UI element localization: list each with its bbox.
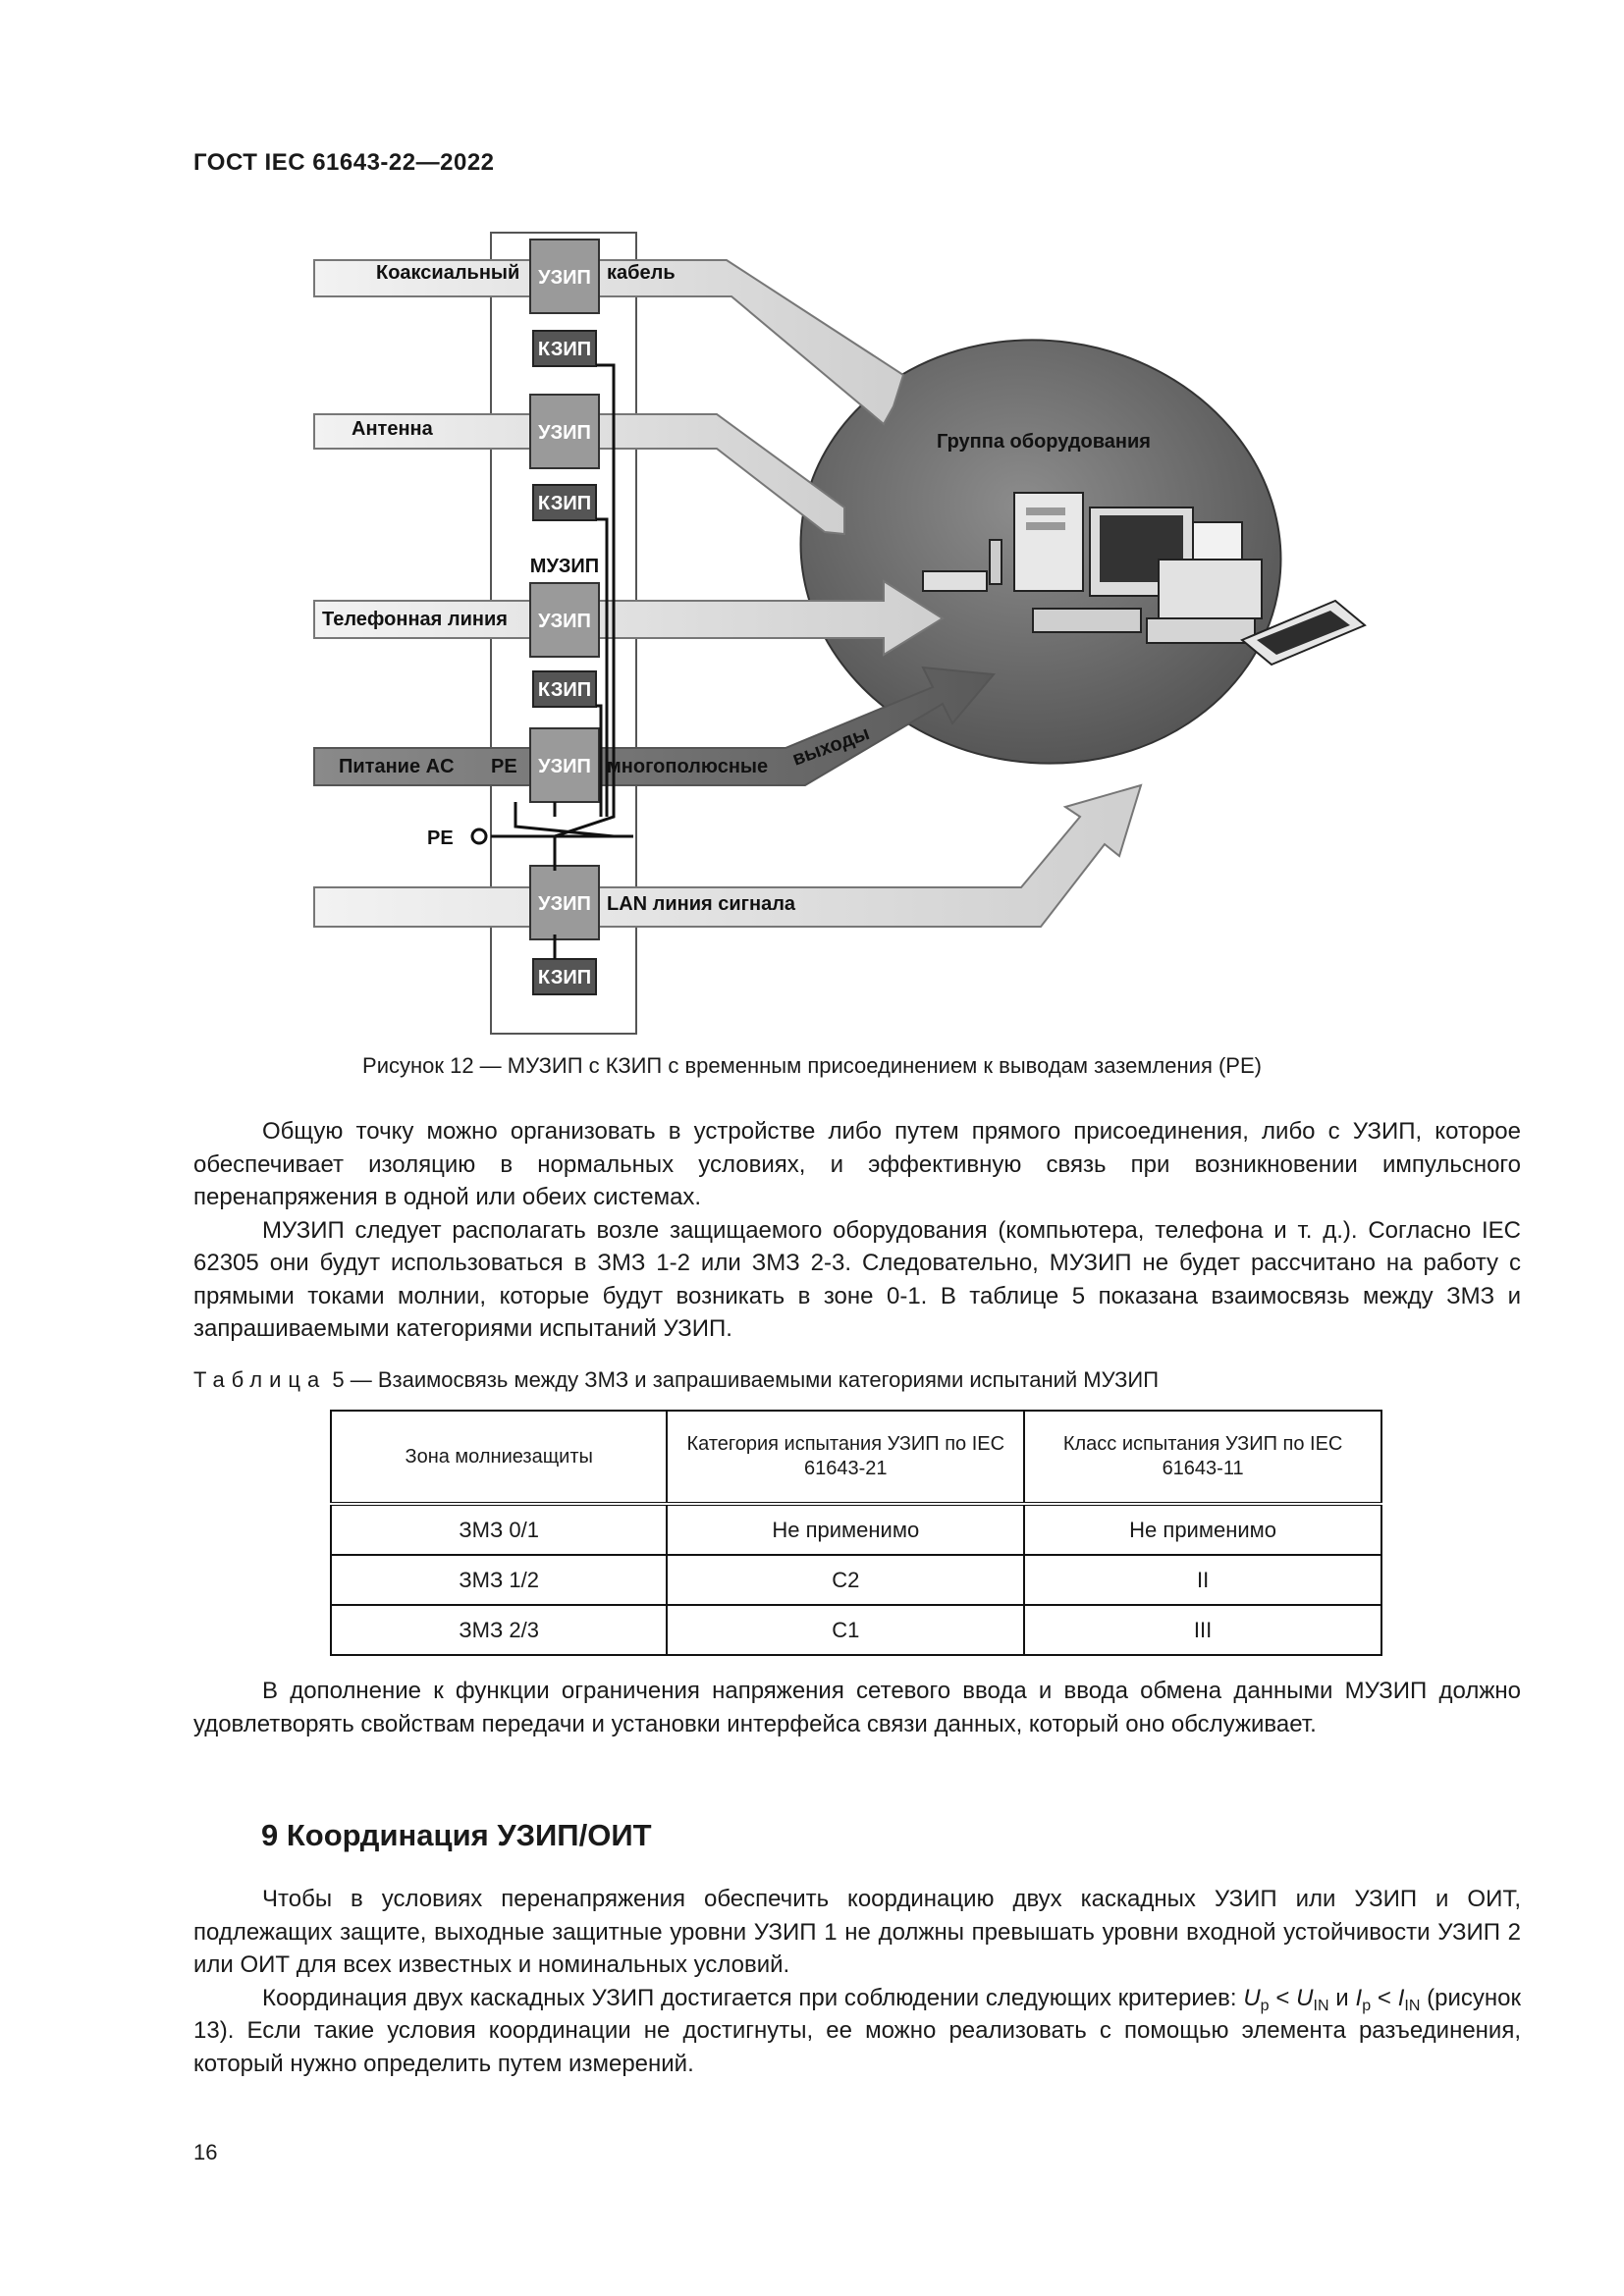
paragraph-1: Общую точку можно организовать в устройс… (193, 1118, 1521, 1210)
phone-arrow (313, 579, 945, 657)
table-title-rest: 5 — Взаимосвязь между ЗМЗ и запрашиваемы… (326, 1367, 1160, 1392)
paragraph-4: Чтобы в условиях перенапряжения обеспечи… (193, 1886, 1521, 1978)
uzip-label: УЗИП (538, 611, 591, 632)
document-header: ГОСТ IEC 61643-22—2022 (193, 149, 495, 176)
figure-caption: Рисунок 12 — МУЗИП с КЗИП с временным пр… (362, 1053, 1262, 1078)
uzip-box-power: УЗИП (529, 727, 600, 803)
formula-sub-p: p (1260, 1997, 1270, 2014)
paragraph-5: Координация двух каскадных УЗИП достигае… (193, 1982, 1521, 2081)
criteria-rest: (рисунок 13). Если такие условия координ… (193, 1984, 1522, 2077)
table-5: Зона молниезащиты Категория испытания УЗ… (329, 1410, 1382, 1656)
power-arrow (313, 666, 996, 786)
table-title-word: Таблица (193, 1367, 327, 1392)
coax-right-label: кабель (607, 262, 676, 284)
table-cell: ЗМЗ 1/2 (329, 1554, 669, 1606)
uzip-box-phone: УЗИП (529, 582, 600, 658)
table-cell: C1 (666, 1604, 1026, 1656)
table-header-cell: Категория испытания УЗИП по IEC 61643-21 (666, 1410, 1026, 1505)
uzip-label: УЗИП (538, 756, 591, 777)
table-cell: II (1023, 1554, 1382, 1606)
coax-arrow (313, 259, 905, 426)
multipole-label: многополюсные (607, 756, 768, 777)
uzip-label: УЗИП (538, 267, 591, 289)
formula-u: U (1243, 1984, 1261, 2011)
kzip-box-lan: КЗИП (532, 958, 597, 995)
figure-muzip-diagram: Группа оборудования (295, 228, 1404, 1042)
antenna-arrow (313, 413, 845, 536)
printer-icon (1146, 521, 1263, 644)
table-cell: Не применимо (1023, 1503, 1382, 1556)
paragraph-group-3: Чтобы в условиях перенапряжения обеспечи… (193, 1883, 1521, 2080)
formula-u-in: U (1296, 1984, 1314, 2011)
kzip-box-antenna: КЗИП (532, 484, 597, 521)
pe-terminal-label: PE (427, 828, 454, 849)
power-label: Питание AC (339, 756, 455, 777)
section-heading-9: 9 Координация УЗИП/ОИТ (261, 1818, 652, 1852)
kzip-label: КЗИП (538, 339, 591, 360)
lan-label: LAN линия сигнала (607, 893, 796, 915)
kzip-label: КЗИП (538, 967, 591, 988)
coax-left-label: Коаксиальный (376, 262, 519, 284)
pe-inline-label: PE (491, 756, 517, 777)
table-header-cell: Зона молниезащиты (329, 1410, 669, 1505)
criteria-intro: Координация двух каскадных УЗИП достигае… (262, 1984, 1244, 2011)
uzip-box-coax: УЗИП (529, 239, 600, 314)
table-cell: III (1023, 1604, 1382, 1656)
table-cell: ЗМЗ 2/3 (329, 1604, 669, 1656)
paragraph-group-1: Общую точку можно организовать в устройс… (193, 1115, 1521, 1346)
formula-lt-2: < (1371, 1984, 1398, 2011)
table-row: ЗМЗ 1/2 C2 II (329, 1554, 1382, 1606)
muzip-label: МУЗИП (530, 556, 599, 577)
formula-and: и (1328, 1984, 1356, 2011)
kzip-label: КЗИП (538, 679, 591, 701)
grounding-wires (491, 363, 633, 959)
phone-label: Телефонная линия (322, 609, 508, 630)
page-number: 16 (193, 2140, 218, 2164)
lan-arrow (313, 783, 1143, 928)
muzip-diagram-svg: Группа оборудования (313, 232, 1367, 1035)
table-header-cell: Класс испытания УЗИП по IEC 61643-11 (1023, 1410, 1382, 1505)
kzip-label: КЗИП (538, 493, 591, 514)
kzip-box-coax: КЗИП (532, 330, 597, 367)
scanner-icon (1240, 599, 1367, 667)
formula-sub-in-2: IN (1404, 1997, 1421, 2014)
table-row: ЗМЗ 2/3 C1 III (329, 1604, 1382, 1656)
equipment-group-label: Группа оборудования (937, 431, 1151, 453)
paragraph-3: В дополнение к функции ограничения напря… (193, 1678, 1521, 1737)
antenna-label: Антенна (352, 418, 434, 440)
paragraph-group-2: В дополнение к функции ограничения напря… (193, 1675, 1521, 1740)
formula-i-in: I (1397, 1984, 1405, 2011)
table-row: ЗМЗ 0/1 Не применимо Не применимо (329, 1503, 1382, 1556)
formula-sub-in: IN (1313, 1997, 1329, 2014)
table-cell: C2 (666, 1554, 1026, 1606)
uzip-box-antenna: УЗИП (529, 394, 600, 469)
uzip-box-lan: УЗИП (529, 865, 600, 940)
kzip-box-phone: КЗИП (532, 670, 597, 708)
table-cell: Не применимо (666, 1503, 1026, 1556)
table-cell: ЗМЗ 0/1 (329, 1503, 669, 1556)
paragraph-2: МУЗИП следует располагать возле защищаем… (193, 1216, 1521, 1343)
modem-icon (922, 539, 1002, 592)
uzip-label: УЗИП (538, 422, 591, 444)
uzip-label: УЗИП (538, 893, 591, 915)
table-header-row: Зона молниезащиты Категория испытания УЗ… (329, 1410, 1382, 1505)
formula-i: I (1355, 1984, 1363, 2011)
pe-terminal-circle (470, 828, 488, 845)
formula-lt: < (1269, 1984, 1297, 2011)
table-title: Таблица 5 — Взаимосвязь между ЗМЗ и запр… (193, 1367, 1159, 1393)
formula-sub-p-2: p (1362, 1997, 1372, 2014)
